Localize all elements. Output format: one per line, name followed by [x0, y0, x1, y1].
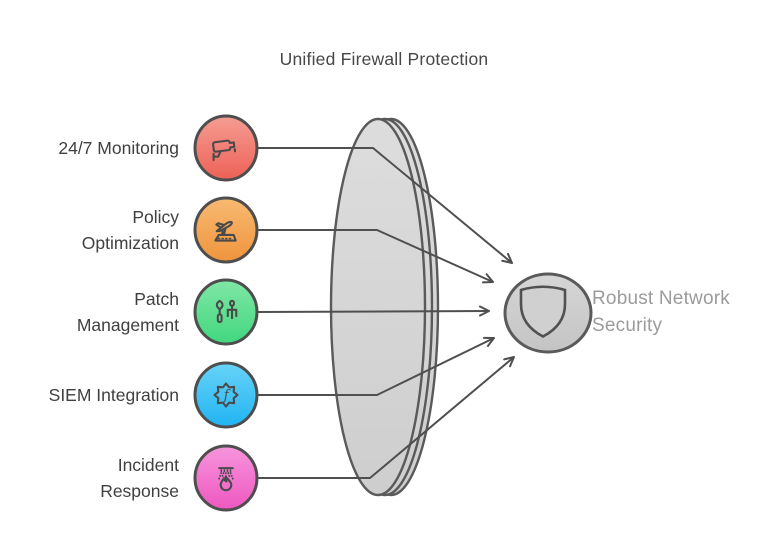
input-label-monitoring: 24/7 Monitoring: [0, 108, 179, 188]
garden-tools-icon: [215, 299, 238, 324]
airplane-icon: [214, 220, 237, 242]
sprinkler-flame-icon: [217, 467, 235, 492]
gear-f-icon: f: [213, 382, 239, 408]
node-monitoring: [193, 114, 259, 182]
connector-monitoring: [257, 147, 513, 264]
label-line: Robust Network: [592, 288, 730, 309]
connector-patch-management: [257, 305, 490, 317]
label-line: Security: [592, 315, 663, 336]
label-line: Optimization: [81, 233, 179, 253]
label-line: Policy: [132, 207, 179, 227]
cctv-camera-icon: [212, 139, 237, 162]
siem-node-circle: [193, 361, 259, 429]
connector-policy-optimization: [257, 229, 494, 284]
label-line: Response: [100, 481, 179, 501]
label-line: 24/7 Monitoring: [58, 138, 179, 158]
connector-siem-integration: [257, 336, 495, 396]
diagram-title: Unified Firewall Protection: [279, 49, 489, 69]
shield-icon: [519, 285, 567, 338]
label-line: Management: [76, 315, 179, 335]
patch-node-circle: [193, 278, 259, 346]
letter-f-glyph: f: [223, 387, 231, 403]
connector-incident-response: [257, 356, 515, 479]
node-siem-integration: f: [193, 361, 259, 429]
label-line: SIEM Integration: [48, 385, 179, 405]
output-label-robust-network-security: Robust Network Security: [592, 285, 730, 339]
node-patch-management: [193, 278, 259, 346]
node-policy-optimization: [193, 196, 259, 264]
label-line: Patch: [134, 289, 179, 309]
monitoring-node-circle: [193, 114, 259, 182]
node-incident-response: [193, 444, 259, 512]
funnel-lens: [329, 117, 440, 497]
label-line: Incident: [117, 455, 179, 475]
node-robust-network-security: [503, 272, 593, 354]
input-label-siem-integration: SIEM Integration: [0, 355, 179, 435]
lens-front-face: [329, 117, 427, 497]
